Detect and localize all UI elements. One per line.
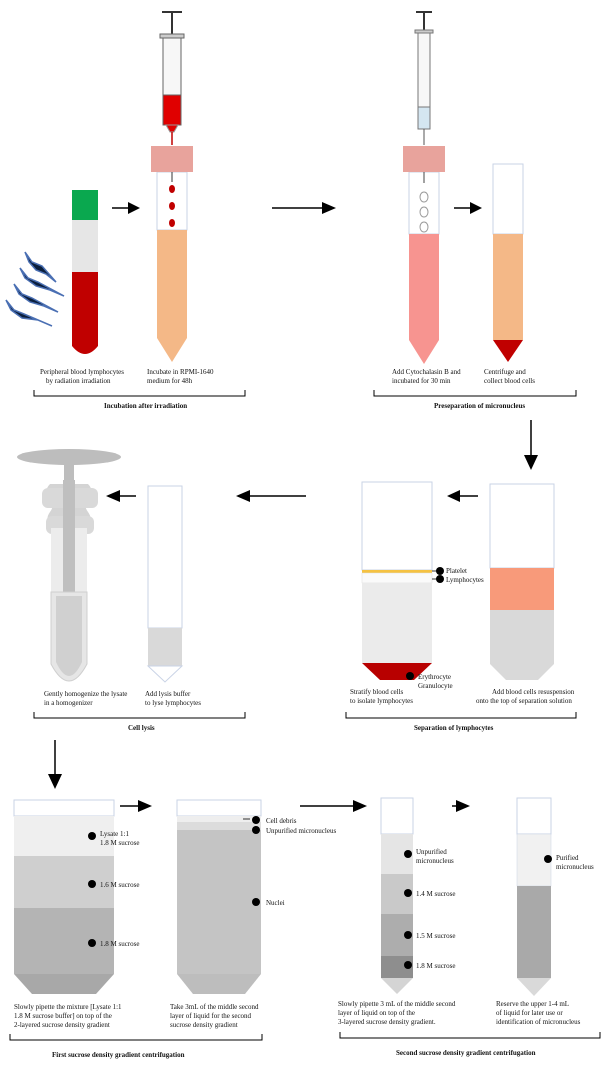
step7-caption-line2: to lyse lymphocytes <box>145 699 201 707</box>
syringe-red <box>159 11 185 145</box>
step2-caption-line2: medium for 48h <box>147 377 193 385</box>
step7-caption-line1: Add lysis buffer <box>145 690 191 698</box>
step11-caption-line3: 3-layered sucrose density gradient. <box>338 1018 436 1026</box>
arrow-right <box>452 800 470 812</box>
marker-dot <box>252 826 260 834</box>
step10-caption-line2: layer of liquid for the second <box>170 1012 252 1020</box>
arrow-down <box>48 740 62 789</box>
label-unpurified-line1: Unpurified <box>416 848 447 856</box>
step10-caption-line1: Take 3mL of the middle second <box>170 1003 259 1011</box>
step9-caption-line3: 2-layered sucrose density gradient <box>14 1021 110 1029</box>
step9-caption-line2: 1.8 M sucrose buffer] on top of the <box>14 1012 112 1020</box>
arrow-left <box>447 490 478 502</box>
step4-caption-line2: collect blood cells <box>484 377 535 385</box>
label-1-5m: 1.5 M sucrose <box>416 932 455 940</box>
label-erythrocyte: Erythrocyte <box>418 673 451 681</box>
step5-caption-line1: Add blood cells resuspension <box>492 688 575 696</box>
label-lysate-line1: Lysate 1:1 <box>100 830 129 838</box>
step11-caption-line2: layer of liquid on top of the <box>338 1009 415 1017</box>
step5-caption-line2: onto the top of separation solution <box>476 697 572 705</box>
label-purified-line1: Purified <box>556 854 579 862</box>
step6-caption-line1: Stratify blood cells <box>350 688 404 696</box>
stratified-tube <box>361 481 433 680</box>
label-unpurified-line2: micronucleus <box>416 857 454 865</box>
marker-dot <box>404 889 412 897</box>
label-lysate-line2: 1.8 M sucrose <box>100 839 139 847</box>
group5-label: First sucrose density gradient centrifug… <box>52 1051 185 1059</box>
arrow-left <box>106 490 136 502</box>
step4-caption-line1: Centrifuge and <box>484 368 526 376</box>
arrow-right <box>120 800 152 812</box>
bracket <box>33 390 246 397</box>
label-1-8m: 1.8 M sucrose <box>100 940 139 948</box>
gradient-tube-3layer <box>380 797 414 994</box>
first-centrifuged-tube <box>176 799 262 994</box>
marker-dot <box>404 961 412 969</box>
label-1-4m: 1.4 M sucrose <box>416 890 455 898</box>
gradient-tube-2layer <box>13 799 115 994</box>
marker-dot <box>406 672 414 680</box>
bracket <box>9 1034 263 1041</box>
step10-caption-line3: sucrose density gradient <box>170 1021 238 1029</box>
radiation-bolts-icon <box>5 251 65 327</box>
marker-dot <box>252 816 260 824</box>
syringe-blue <box>414 11 434 145</box>
bracket <box>373 390 577 397</box>
marker-dot <box>252 898 260 906</box>
incubation-tube <box>151 146 193 362</box>
arrow-right <box>272 202 336 214</box>
group2-label: Preseparation of micronucleus <box>434 402 525 410</box>
label-cell-debris: Cell debris <box>266 817 297 825</box>
label-1-6m: 1.6 M sucrose <box>100 881 139 889</box>
separation-tube <box>489 483 555 680</box>
step1-caption-line2: by radiation irradiation <box>46 377 111 385</box>
step1-caption-line1: Peripheral blood lymphocytes <box>40 368 124 376</box>
step8-caption-line2: in a homogenizer <box>44 699 93 707</box>
step11-caption-line1: Slowly pipette 3 mL of the middle second <box>338 1000 456 1008</box>
step3-caption-line2: incubated for 30 min <box>392 377 451 385</box>
lysis-tube <box>146 485 184 683</box>
marker-dot <box>88 832 96 840</box>
step6-caption-line2: to isolate lymphocytes <box>350 697 413 705</box>
homogenizer <box>17 449 121 682</box>
label-unpurified-mn: Unpurified micronucleus <box>266 827 336 835</box>
step9-caption-line1: Slowly pipette the mixture [Lysate 1:1 <box>14 1003 122 1011</box>
step2-caption-line1: Incubate in RPMI-1640 <box>147 368 214 376</box>
blood-tube <box>72 190 98 354</box>
cytochalasin-tube <box>403 146 445 364</box>
step3-caption-line1: Add Cytochalasin B and <box>392 368 461 376</box>
label-1-8m-b: 1.8 M sucrose <box>416 962 455 970</box>
group3-label: Separation of lymphocytes <box>414 724 494 732</box>
bracket <box>339 1032 601 1039</box>
group4-label: Cell lysis <box>128 724 155 732</box>
marker-dot <box>88 880 96 888</box>
label-platelet: Platelet <box>446 567 467 575</box>
step12-caption-line2: of liquid for later use or <box>496 1009 563 1017</box>
marker-dot <box>544 855 552 863</box>
bracket <box>345 712 577 719</box>
arrow-right <box>112 202 140 214</box>
label-granulocyte: Granulocyte <box>418 682 453 690</box>
arrow-left <box>236 490 306 502</box>
label-purified-line2: micronucleus <box>556 863 594 871</box>
bracket <box>33 712 246 719</box>
step12-caption-line3: identification of micronucleus <box>496 1018 581 1026</box>
label-lymphocytes: Lymphocytes <box>446 576 484 584</box>
marker-dot <box>88 939 96 947</box>
arrow-right <box>300 800 367 812</box>
arrow-right <box>454 202 482 214</box>
group6-label: Second sucrose density gradient centrifu… <box>396 1049 536 1057</box>
centrifuge-tube <box>492 163 524 362</box>
step12-caption-line1: Reserve the upper 1-4 mL <box>496 1000 569 1008</box>
label-nuclei: Nuclei <box>266 899 285 907</box>
marker-dot <box>404 931 412 939</box>
arrow-down <box>524 420 538 470</box>
purified-tube <box>516 797 552 996</box>
group1-label: Incubation after irradiation <box>104 402 187 410</box>
marker-dot <box>404 850 412 858</box>
step8-caption-line1: Gently homogenize the lysate <box>44 690 127 698</box>
